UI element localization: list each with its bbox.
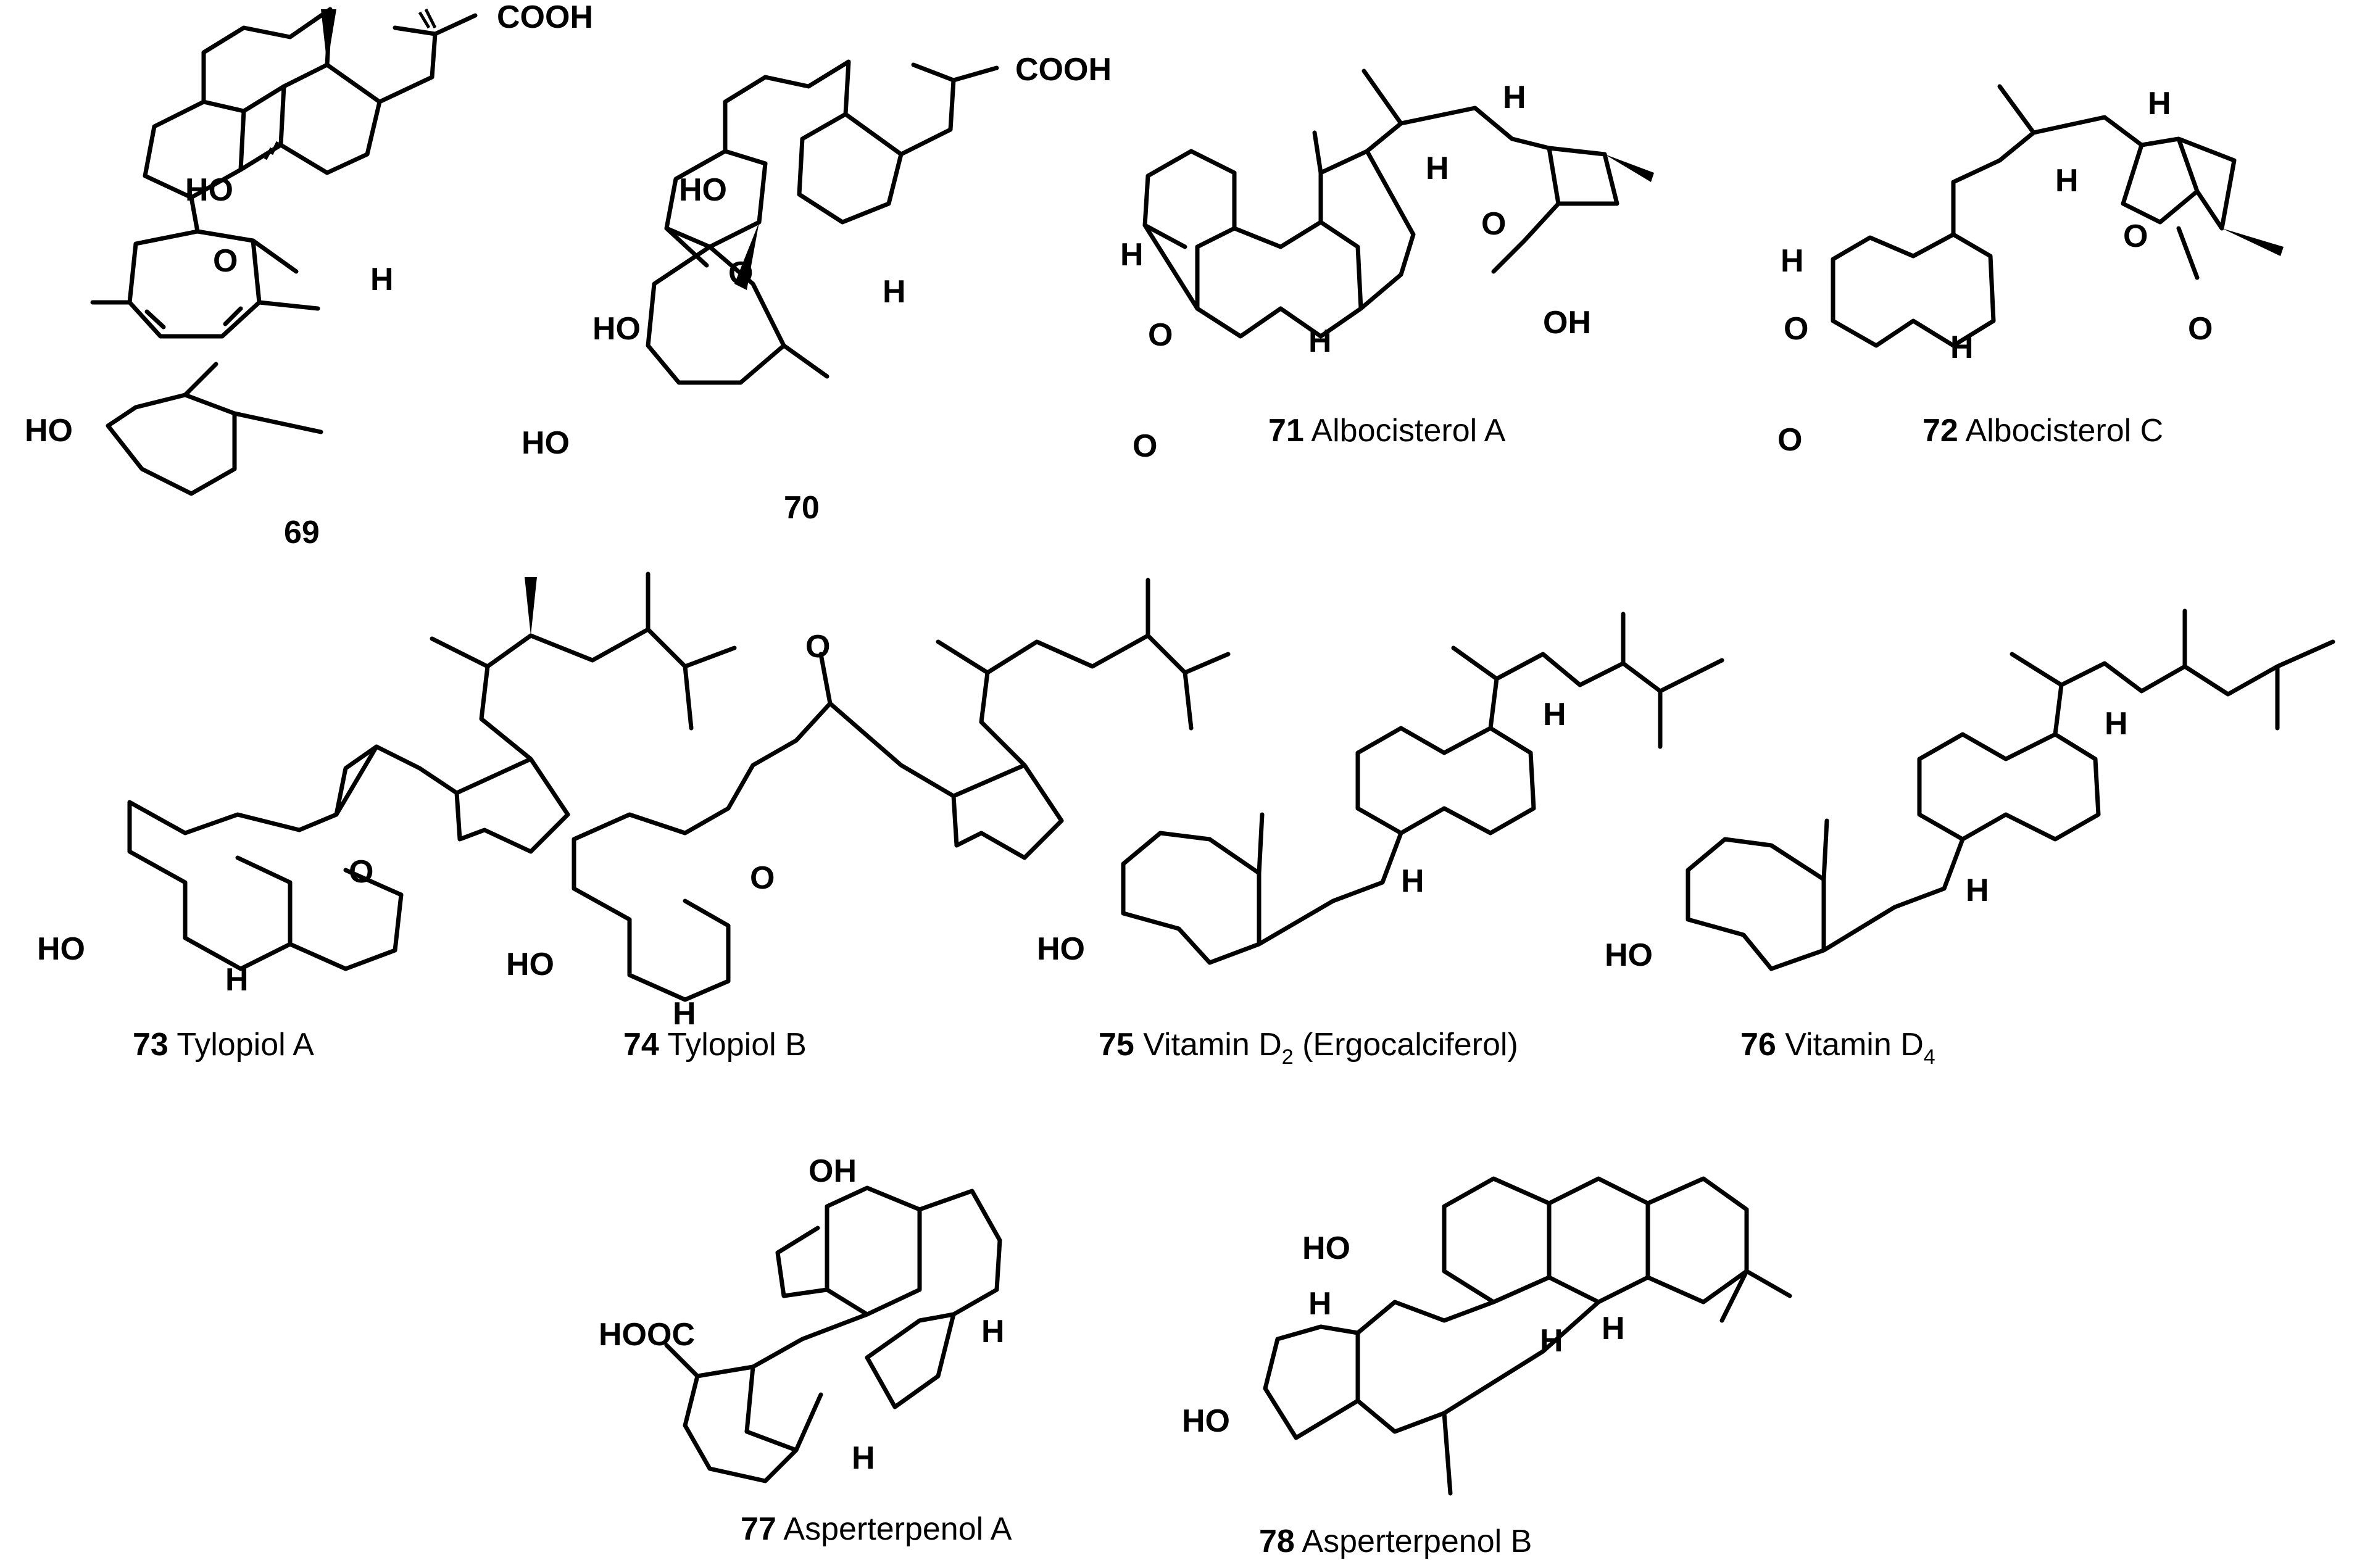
structure-70: HO O H HO HO COOH 70	[522, 52, 1112, 526]
svg-text:H: H	[1966, 873, 1989, 908]
svg-text:O: O	[805, 629, 830, 665]
svg-text:H: H	[673, 996, 696, 1032]
svg-text:OH: OH	[809, 1153, 857, 1189]
compound-72-label: 72 Albocisterol C	[1923, 413, 2163, 449]
svg-text:O: O	[213, 243, 238, 279]
svg-text:H: H	[1503, 80, 1526, 115]
svg-text:H: H	[1308, 323, 1332, 359]
svg-text:H: H	[1602, 1311, 1625, 1346]
svg-text:H: H	[1781, 243, 1804, 279]
svg-text:HO: HO	[1302, 1230, 1350, 1266]
compound-78-label: 78 Asperterpenol B	[1259, 1524, 1532, 1559]
structure-77: OH HOOC H H 77 Asperterpenol A	[599, 1153, 1012, 1547]
svg-text:HO: HO	[1037, 931, 1085, 967]
structure-76: H H HO 76 Vitamin D4	[1605, 608, 2335, 1069]
svg-text:O: O	[1777, 422, 1802, 458]
svg-text:O: O	[349, 854, 373, 890]
svg-text:O: O	[1133, 428, 1157, 464]
structure-74: O HO H O 74 Tylopiol B	[506, 578, 1231, 1063]
svg-text:HO: HO	[37, 931, 85, 967]
svg-text:H: H	[883, 274, 906, 310]
svg-text:H: H	[2148, 86, 2171, 122]
compound-77-label: 77 Asperterpenol A	[741, 1511, 1012, 1547]
compound-75-label: 75 Vitamin D2 (Ergocalciferol)	[1099, 1027, 1518, 1069]
svg-text:HO: HO	[592, 311, 641, 347]
svg-text:H: H	[852, 1440, 875, 1476]
svg-text:HO: HO	[25, 413, 73, 449]
compound-70-label: 70	[784, 490, 820, 526]
structure-69: COOH HO O H HO 69	[25, 0, 593, 550]
svg-text:HO: HO	[506, 947, 554, 982]
svg-text:COOH: COOH	[497, 0, 593, 35]
svg-text:O: O	[728, 255, 753, 291]
svg-text:H: H	[225, 962, 249, 998]
svg-text:H: H	[370, 262, 394, 297]
svg-text:H: H	[1543, 697, 1566, 732]
structure-73: HO H O 73 Tylopiol A	[37, 571, 737, 1063]
compound-73-label: 73 Tylopiol A	[133, 1027, 314, 1063]
svg-text:HO: HO	[185, 172, 233, 208]
svg-text:HOOC: HOOC	[599, 1317, 695, 1353]
compound-76-label: 76 Vitamin D4	[1740, 1027, 1935, 1069]
structure-75: H H HO 75 Vitamin D2 (Ergocalciferol)	[1037, 612, 1724, 1069]
svg-text:O: O	[2123, 218, 2148, 254]
svg-text:HO: HO	[522, 425, 570, 461]
svg-text:O: O	[750, 860, 775, 896]
structure-71: H H H O OH H O O 71 Albocisterol A	[1120, 68, 1654, 464]
svg-text:H: H	[1401, 863, 1424, 899]
structure-78: HO H H H HO 78 Asperterpenol B	[1182, 1176, 1792, 1559]
svg-text:O: O	[1148, 317, 1173, 353]
svg-text:H: H	[2055, 163, 2079, 199]
svg-text:O: O	[1784, 311, 1808, 347]
compound-74-label: 74 Tylopiol B	[623, 1027, 807, 1063]
svg-text:H: H	[1120, 237, 1144, 273]
svg-text:H: H	[1540, 1323, 1563, 1359]
svg-text:HO: HO	[1182, 1403, 1230, 1439]
svg-text:HO: HO	[679, 172, 727, 208]
svg-text:COOH: COOH	[1015, 52, 1112, 88]
svg-text:H: H	[981, 1314, 1005, 1350]
svg-text:HO: HO	[1605, 937, 1653, 973]
svg-text:O: O	[1481, 206, 1506, 242]
svg-text:H: H	[1950, 330, 1974, 365]
svg-text:H: H	[1308, 1286, 1332, 1322]
svg-text:H: H	[2105, 706, 2128, 742]
compound-69-label: 69	[284, 515, 320, 550]
svg-text:OH: OH	[1543, 305, 1591, 341]
compound-71-label: 71 Albocisterol A	[1268, 413, 1506, 449]
svg-text:H: H	[1426, 151, 1449, 186]
structure-72: H H H O O H O O 72 Albocisterol C	[1777, 84, 2284, 458]
svg-text:O: O	[2188, 311, 2213, 347]
